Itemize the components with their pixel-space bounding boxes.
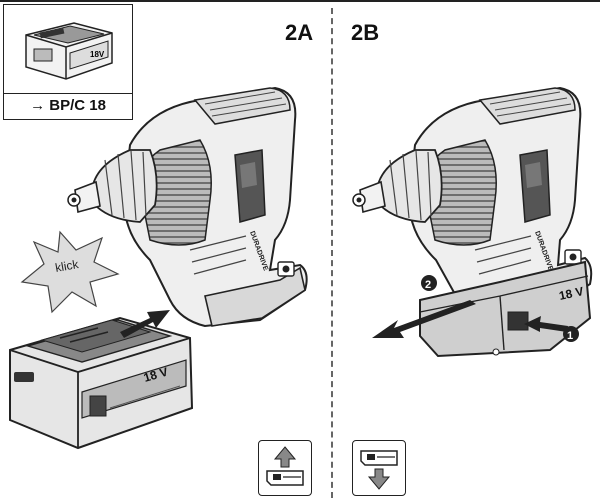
battery-reference-box: 18V → BP/C 18 (3, 4, 133, 120)
click-burst-icon (20, 230, 120, 314)
battery-right: 18 V (419, 260, 592, 358)
top-rule (0, 0, 600, 2)
step-2-marker (421, 275, 437, 291)
battery-pack-thumbnail: 18V (4, 5, 132, 94)
press-button-arrow (524, 316, 568, 332)
pull-direction-arrow (372, 300, 476, 338)
drill-left: DURADRIVE (67, 86, 308, 328)
battery-left: 18 V (9, 316, 194, 450)
drill-right: DURADRIVE (352, 86, 593, 324)
step-1-marker (563, 326, 579, 342)
step-1-number: 1 (567, 330, 573, 342)
click-text: klick (54, 257, 80, 275)
step-divider (331, 8, 333, 498)
battery-slide-in-icon (258, 440, 312, 496)
battery-right-voltage: 18 V (558, 284, 585, 303)
release-button (507, 311, 529, 331)
insert-direction-arrow (120, 310, 170, 338)
battery-left-voltage: 18 V (142, 365, 170, 385)
step-2b-label: 2B (351, 20, 380, 45)
battery-model-label: → BP/C 18 (30, 97, 106, 114)
battery-slide-out-icon (352, 440, 406, 496)
step-2-number: 2 (425, 279, 431, 291)
step-2a-label: 2A (285, 20, 314, 45)
thumbnail-voltage-text: 18V (90, 50, 105, 59)
